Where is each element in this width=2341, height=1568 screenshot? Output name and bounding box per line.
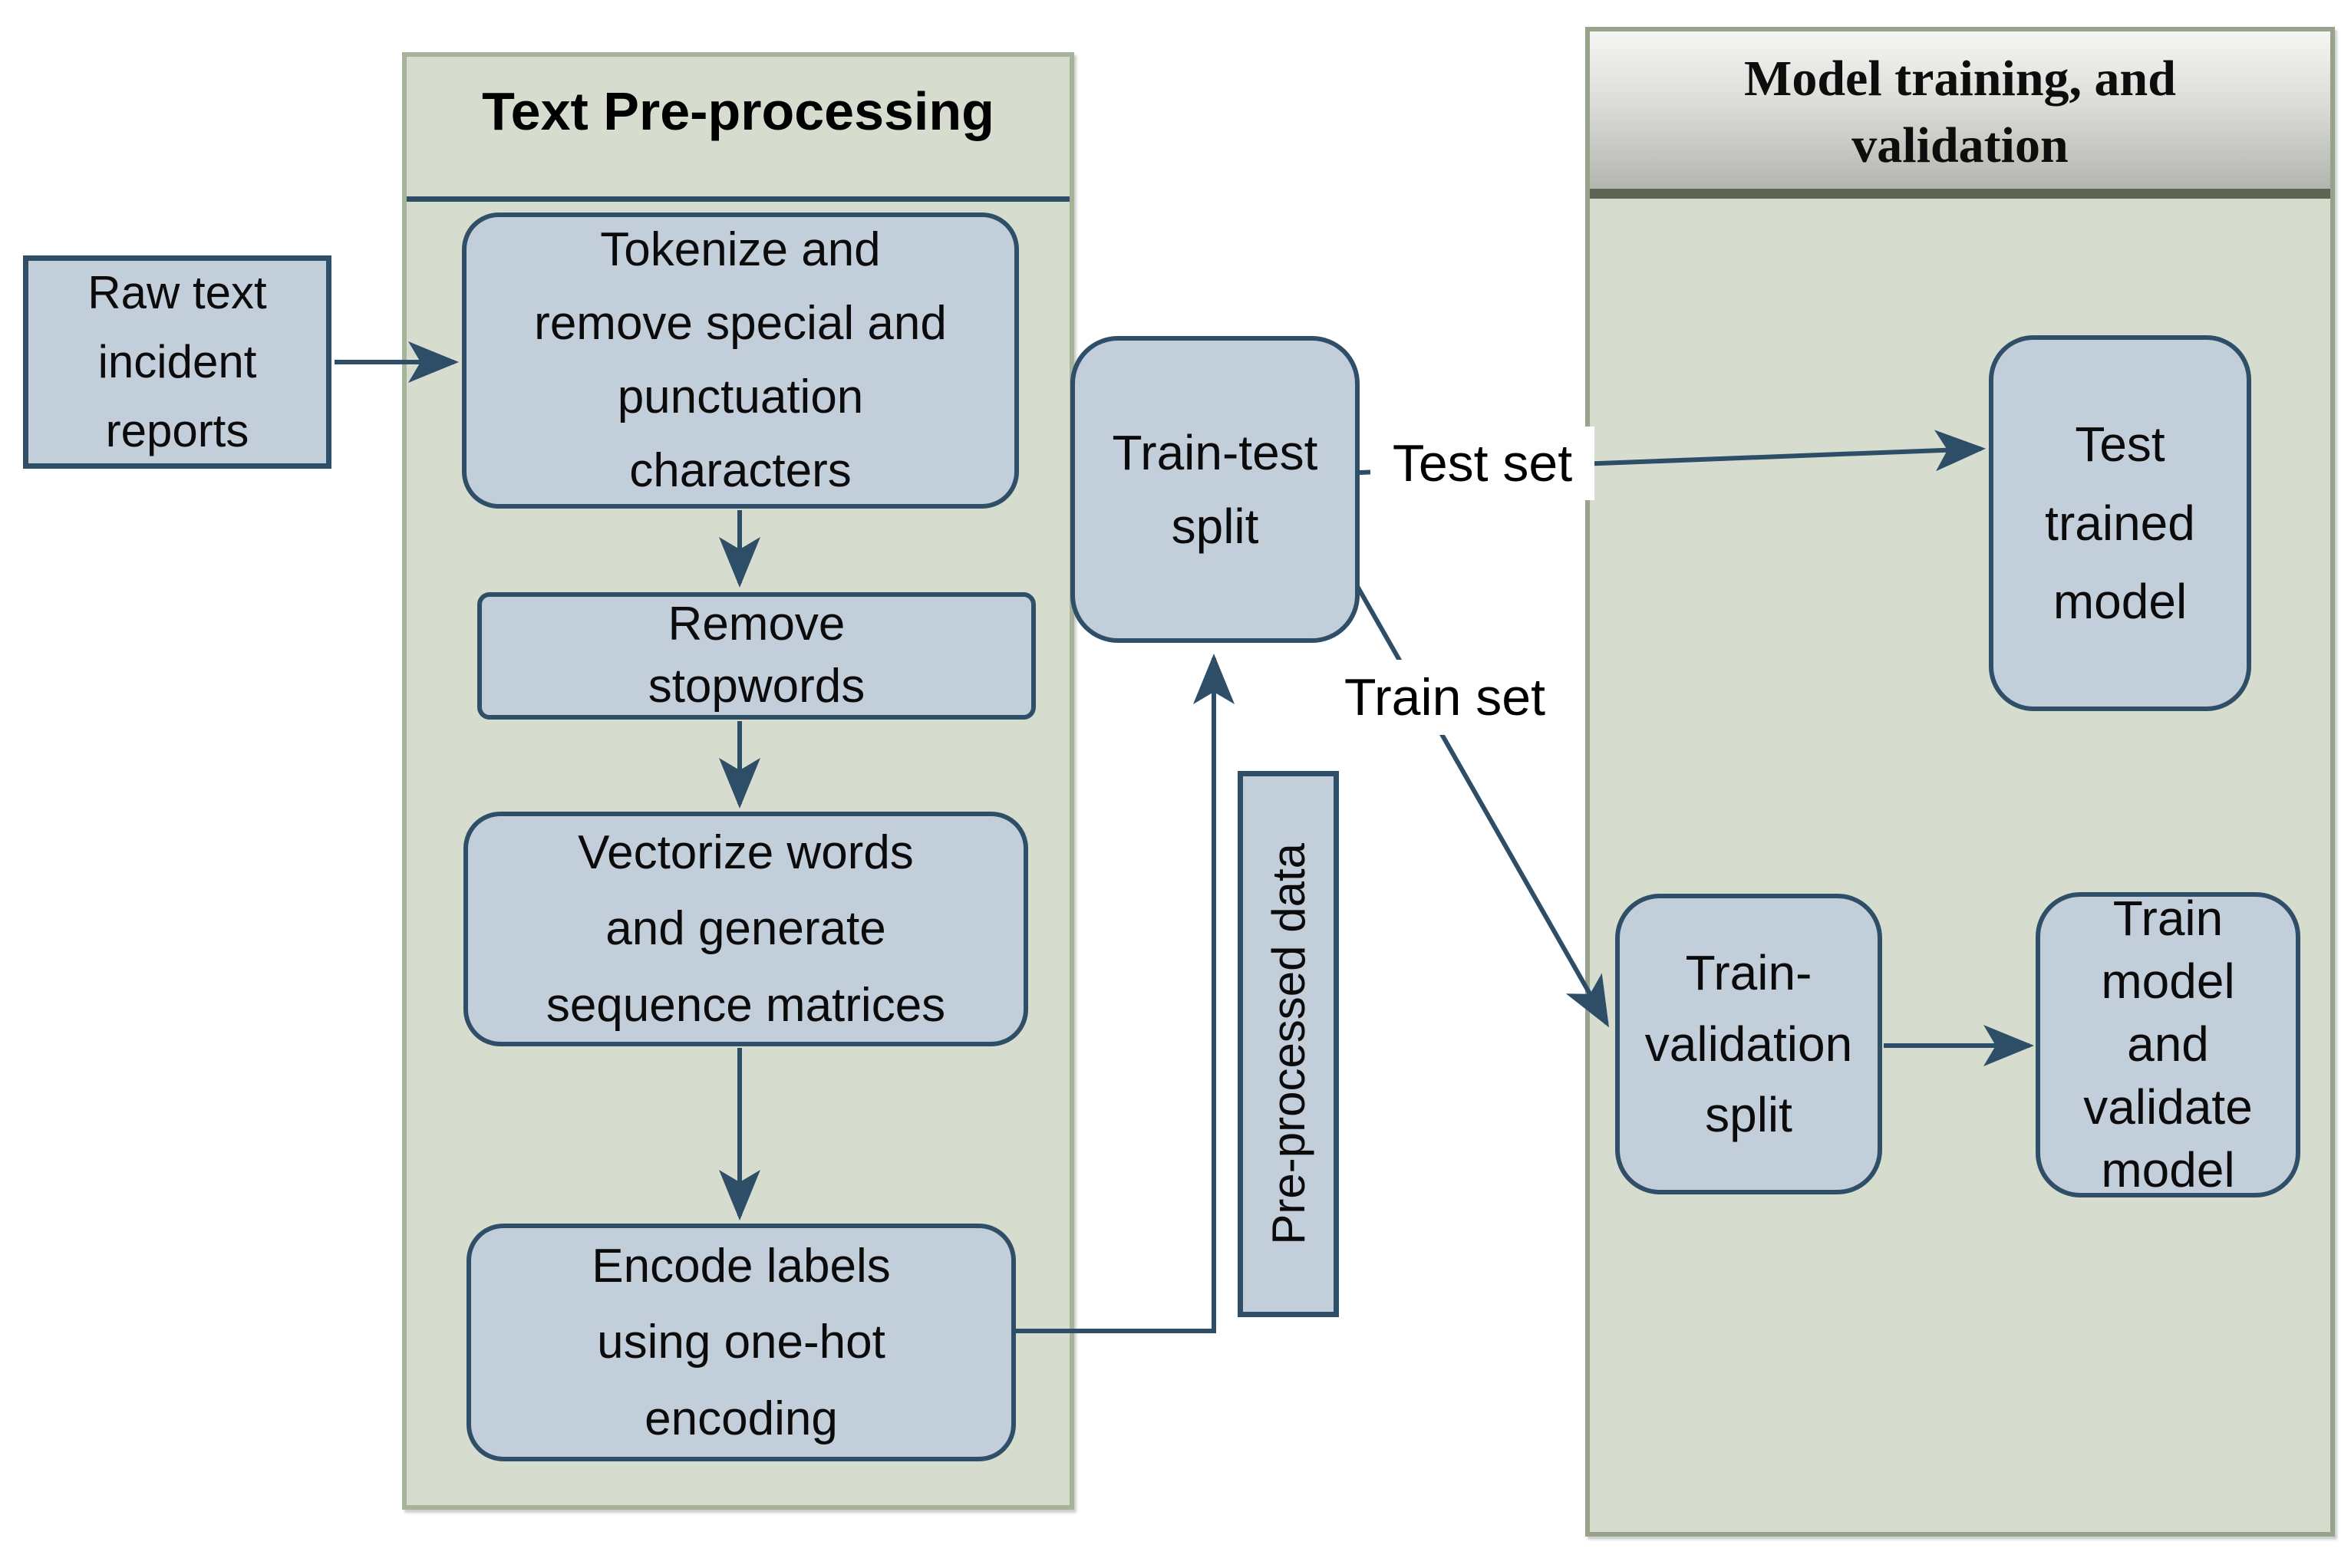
edge-label-train-set: Train set: [1324, 660, 1565, 735]
node-pre-processed-data: Pre-processed data: [1238, 771, 1339, 1317]
panel-model-training-header: Model training, and validation: [1590, 31, 2330, 199]
node-train-model-validate: Train model and validate model: [2036, 891, 2300, 1197]
panel-title-model-training: Model training, and validation: [1744, 51, 2176, 174]
node-test-trained-model: Test trained model: [1989, 335, 2251, 711]
node-vectorize-words: Vectorize words and generate sequence ma…: [463, 812, 1028, 1046]
node-train-test-split: Train-test split: [1070, 336, 1360, 643]
node-tokenize-remove-special: Tokenize and remove special and punctuat…: [462, 212, 1019, 509]
node-remove-stopwords: Remove stopwords: [477, 592, 1036, 720]
panel-model-training: Model training, and validation: [1585, 27, 2335, 1537]
node-raw-text-incident-reports: Raw text incident reports: [23, 255, 331, 469]
node-train-validation-split: Train- validation split: [1615, 894, 1882, 1194]
pre-processed-data-vertical-text: Pre-processed data: [1262, 843, 1314, 1245]
edge-label-test-set: Test set: [1370, 427, 1594, 500]
node-encode-labels-one-hot: Encode labels using one-hot encoding: [467, 1224, 1016, 1461]
arrow-trainset-to-trainval: [1350, 575, 1609, 1028]
panel-title-text-preprocessing: Text Pre-processing: [482, 81, 994, 141]
panel-title-divider: [407, 196, 1070, 202]
